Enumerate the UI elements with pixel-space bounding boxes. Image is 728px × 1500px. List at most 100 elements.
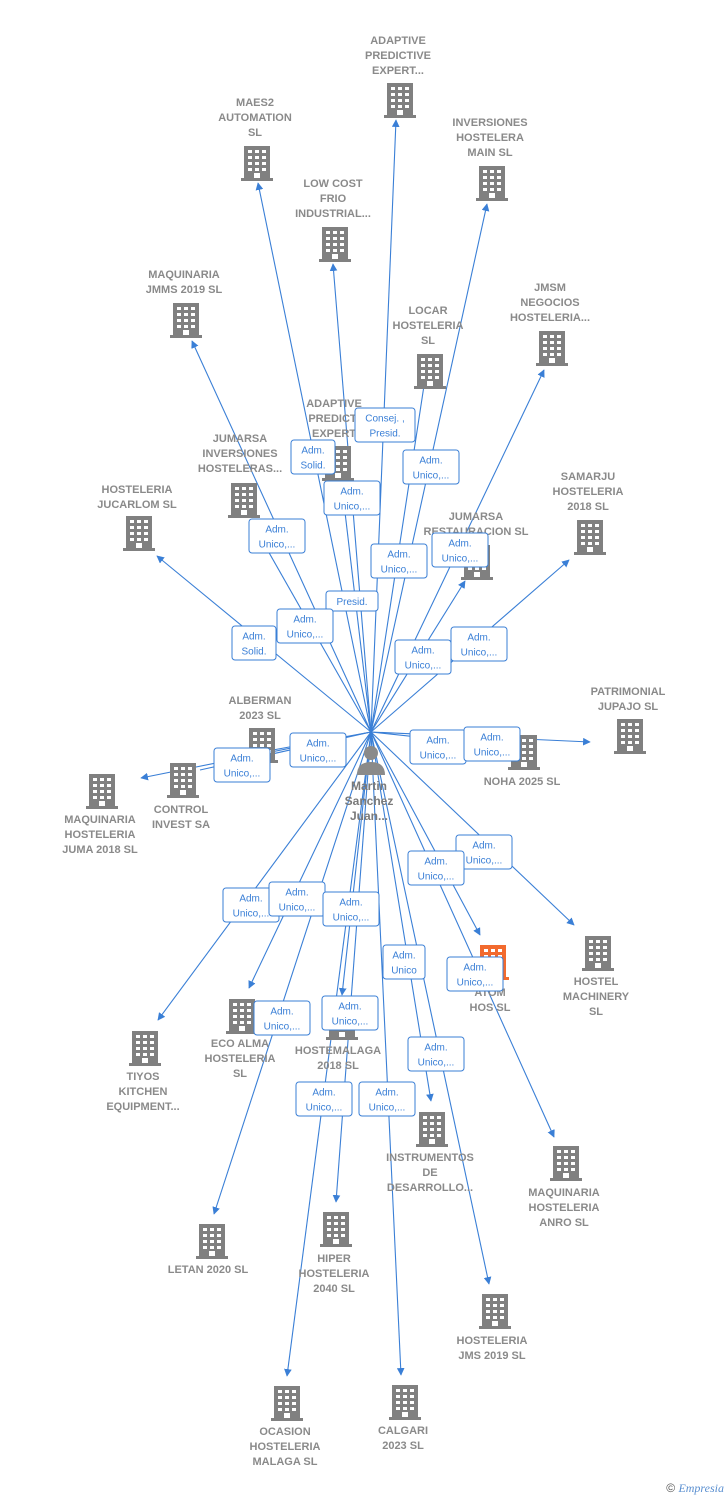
building-icon — [86, 774, 118, 809]
company-label: KITCHEN — [119, 1086, 168, 1098]
relation-badge[interactable]: Adm. Unico,... — [370, 543, 428, 579]
copyright-icon: © — [666, 1481, 676, 1495]
company-label: HOSTELERAS... — [198, 463, 282, 475]
relation-badge[interactable]: Adm.Solid. — [290, 439, 336, 475]
company-label: 2018 SL — [317, 1060, 359, 1072]
company-node-tiyos[interactable]: TIYOSKITCHENEQUIPMENT... — [106, 1031, 180, 1113]
person-label: Juan... — [350, 809, 388, 823]
relation-text: Adm. — [387, 550, 410, 561]
relation-box — [253, 1000, 311, 1036]
relation-box — [231, 625, 277, 661]
relation-box — [450, 626, 508, 662]
edge-anro — [370, 731, 555, 1138]
relation-badge[interactable]: Consej. ,Presid. — [354, 407, 416, 443]
relation-badge[interactable]: Adm.Unico,... — [289, 732, 347, 768]
relation-badge[interactable]: Presid. — [325, 590, 379, 612]
relation-text: Unico,... — [381, 565, 418, 576]
relation-box — [213, 747, 271, 783]
company-label: SL — [233, 1068, 247, 1080]
building-icon — [241, 146, 273, 181]
relation-badge[interactable]: Adm.Unico,... — [323, 480, 381, 516]
relation-badge[interactable]: Adm.Unico,... — [402, 449, 460, 485]
relation-badge[interactable]: Adm.Unico,... — [446, 956, 504, 992]
relation-text: Adm. — [426, 736, 449, 747]
relation-box — [354, 407, 416, 443]
relation-text: Unico,... — [306, 1103, 343, 1114]
relation-text: Adm. — [239, 894, 262, 905]
relation-badge[interactable]: Adm.Unico,... — [358, 1081, 416, 1117]
relation-badge[interactable]: Adm.Unico,... — [450, 626, 508, 662]
relation-text: Unico,... — [466, 856, 503, 867]
relation-badge[interactable]: Adm.Solid. — [231, 625, 277, 661]
relation-badge[interactable]: Adm.Unico,... — [463, 726, 521, 762]
person-label: Sanchez — [345, 794, 394, 808]
edge-tiyos — [157, 731, 372, 1021]
relation-badge[interactable]: Adm.Unico,... — [268, 881, 326, 917]
relation-badge[interactable]: Adm.Unico — [382, 944, 426, 980]
relation-badge[interactable]: Adm.Unico,... — [276, 608, 334, 644]
edge-calgari — [370, 731, 405, 1376]
company-label: LETAN 2020 SL — [168, 1264, 249, 1276]
relation-text: Unico,... — [461, 648, 498, 659]
company-node-jumarsa_inv[interactable]: JUMARSAINVERSIONESHOSTELERAS... — [198, 433, 282, 518]
relation-text: Presid. — [369, 429, 400, 440]
relation-badge[interactable]: Adm.Unico,... — [407, 1036, 465, 1072]
building-icon — [226, 999, 258, 1034]
relation-text: Unico,... — [413, 471, 450, 482]
company-label: JMSM — [534, 282, 566, 294]
relation-text: Adm. — [270, 1007, 293, 1018]
company-node-instrumentos[interactable]: INSTRUMENTOSDEDESARROLLO... — [386, 1112, 474, 1194]
building-icon — [476, 166, 508, 201]
company-label: JUPAJO SL — [598, 701, 659, 713]
company-label: HOSTELERIA — [553, 486, 624, 498]
relation-badge[interactable]: Adm.Unico,... — [394, 639, 452, 675]
edge-letan — [212, 731, 372, 1215]
relation-badge[interactable]: Adm.Unico,... — [321, 995, 379, 1031]
relation-text: Adm. — [375, 1088, 398, 1099]
building-icon — [574, 520, 606, 555]
relation-badge[interactable]: Adm.Unico,... — [295, 1081, 353, 1117]
relation-badge[interactable]: Adm.Unico,... — [431, 532, 489, 568]
company-node-jmsm[interactable]: JMSMNEGOCIOSHOSTELERIA... — [510, 282, 590, 366]
company-label: MALAGA SL — [253, 1456, 318, 1468]
brand-logo[interactable]: Empresia — [678, 1481, 724, 1495]
company-label: DE — [422, 1167, 437, 1179]
center-person-node[interactable]: MartinSanchezJuan... — [345, 746, 394, 823]
company-node-adaptive1[interactable]: ADAPTIVEPREDICTIVEEXPERT... — [365, 35, 431, 118]
relation-badge[interactable]: Adm.Unico,... — [409, 729, 467, 765]
relation-badge[interactable]: Adm.Unico,... — [407, 850, 465, 886]
building-icon — [550, 1146, 582, 1181]
company-node-letan[interactable]: LETAN 2020 SL — [168, 1224, 249, 1276]
relation-badge[interactable]: Adm.Unico,... — [253, 1000, 311, 1036]
relation-text: Adm. — [424, 1043, 447, 1054]
company-label: MAQUINARIA — [528, 1187, 600, 1199]
relation-badge[interactable]: Adm.Unico,... — [248, 518, 306, 554]
relation-badge[interactable]: Adm.Unico,... — [322, 891, 380, 927]
relation-box — [463, 726, 521, 762]
company-label: MAES2 — [236, 97, 274, 109]
company-node-lowcost[interactable]: LOW COSTFRIOINDUSTRIAL... — [295, 178, 371, 262]
building-icon — [170, 303, 202, 338]
company-label: NOHA 2025 SL — [484, 776, 561, 788]
company-node-noha[interactable]: NOHA 2025 SL — [484, 735, 561, 788]
relation-badge[interactable]: Adm.Unico,... — [213, 747, 271, 783]
